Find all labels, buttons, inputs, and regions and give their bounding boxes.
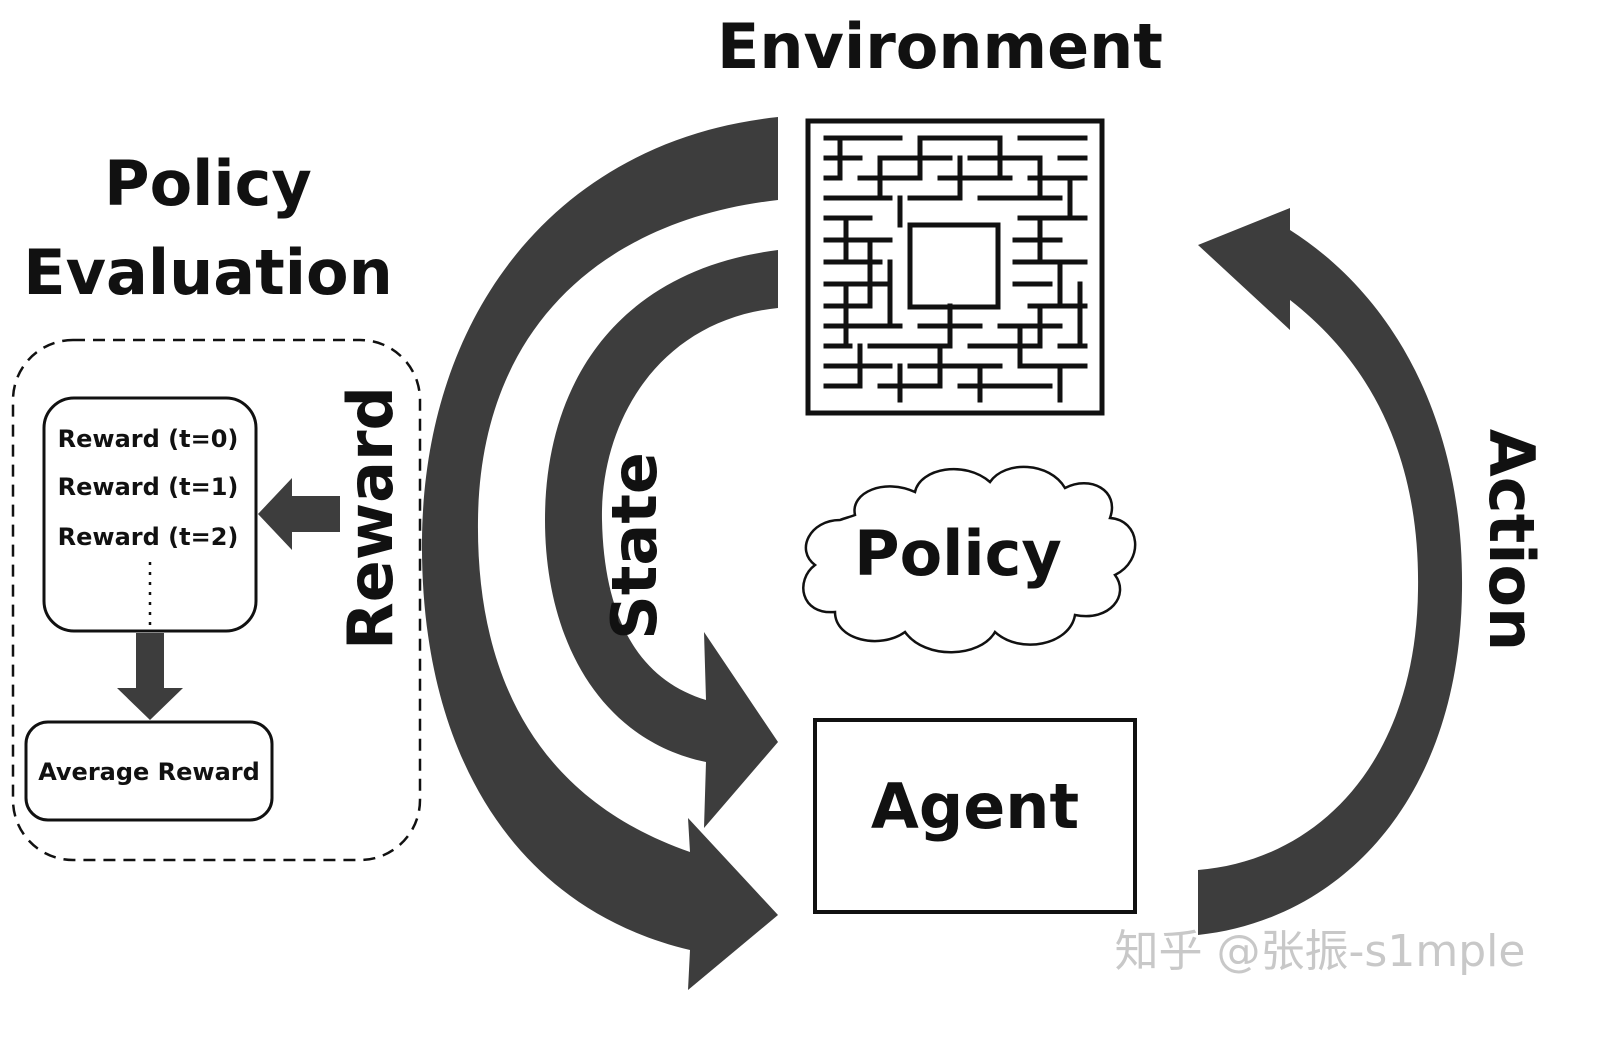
average-reward-label: Average Reward <box>38 758 260 786</box>
policy-label: Policy <box>854 517 1062 590</box>
reward-t1: Reward (t=1) <box>58 473 239 501</box>
maze-icon <box>805 118 1105 416</box>
policy-evaluation-container <box>11 338 422 862</box>
average-reward-box <box>24 720 274 822</box>
average-down-arrow <box>117 633 183 720</box>
action-arrow <box>1198 208 1463 935</box>
reward-arrow <box>421 117 778 990</box>
environment-title: Environment <box>717 10 1163 83</box>
state-arrow <box>545 250 778 828</box>
agent-label: Agent <box>871 770 1079 843</box>
cloud-icon <box>802 465 1137 654</box>
state-label: State <box>598 452 671 640</box>
watermark: 知乎 @张振-s1mple <box>1115 926 1526 977</box>
reward-label: Reward <box>334 386 407 650</box>
reward-t2: Reward (t=2) <box>58 523 239 551</box>
agent-box <box>813 718 1137 914</box>
rewards-box <box>42 396 258 633</box>
policy-evaluation-title-line2: Evaluation <box>23 236 392 309</box>
reward-t0: Reward (t=0) <box>58 425 239 453</box>
action-label: Action <box>1475 429 1548 651</box>
reward-input-arrow <box>258 478 340 550</box>
policy-evaluation-title-line1: Policy <box>104 147 312 220</box>
